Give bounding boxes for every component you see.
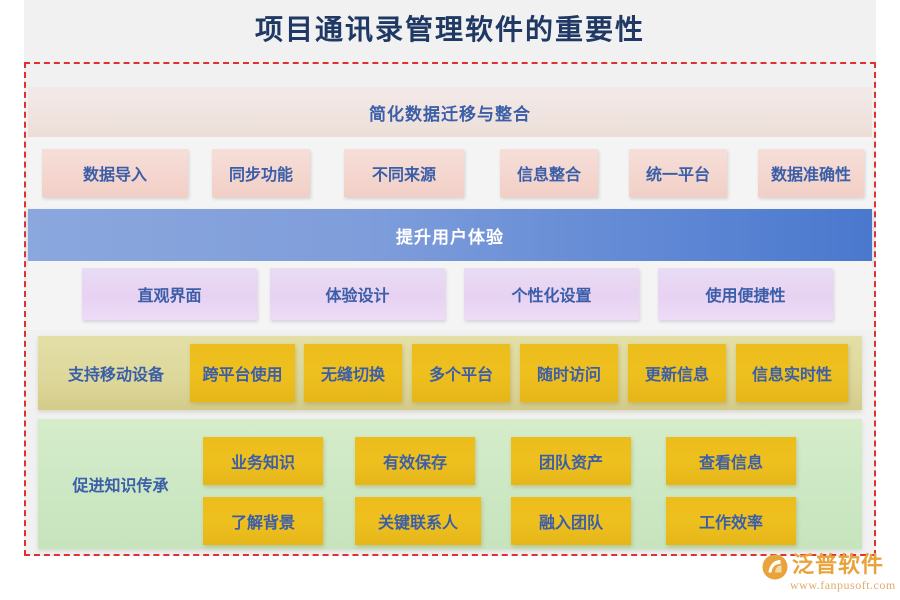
item-label: 体验设计 <box>325 288 390 305</box>
item-label: 信息实时性 <box>751 367 832 384</box>
item-box[interactable]: 信息实时性 <box>736 344 848 402</box>
item-box[interactable]: 个性化设置 <box>464 268 639 320</box>
item-label: 同步功能 <box>228 167 293 184</box>
item-box[interactable]: 更新信息 <box>628 344 726 402</box>
item-box[interactable]: 有效保存 <box>355 437 475 485</box>
item-label: 多个平台 <box>428 367 493 384</box>
item-label: 关键联系人 <box>377 515 458 532</box>
brand-logo: 泛普软件 www.fanpusoft.com <box>762 552 896 596</box>
item-box[interactable]: 业务知识 <box>203 437 323 485</box>
item-box[interactable]: 不同来源 <box>344 149 464 197</box>
item-label: 数据准确性 <box>770 167 851 184</box>
fanpu-logo-icon <box>762 554 788 580</box>
section-knowledge-transfer: 促进知识传承 业务知识 有效保存 团队资产 查看信息 了解背景 <box>38 419 862 549</box>
section-header-label: 支持移动设备 <box>67 367 164 384</box>
item-box[interactable]: 多个平台 <box>412 344 510 402</box>
item-label: 工作效率 <box>698 515 763 532</box>
page-title: 项目通讯录管理软件的重要性 <box>254 15 645 46</box>
item-label: 有效保存 <box>382 455 447 472</box>
logo-name: 泛普软件 <box>792 552 885 577</box>
item-label: 更新信息 <box>644 367 709 384</box>
item-label: 统一平台 <box>645 167 710 184</box>
item-label: 不同来源 <box>371 167 436 184</box>
item-label: 直观界面 <box>137 288 202 305</box>
title-bar: 项目通讯录管理软件的重要性 <box>24 0 876 62</box>
item-box[interactable]: 关键联系人 <box>355 497 481 545</box>
item-box[interactable]: 体验设计 <box>270 268 445 320</box>
item-box[interactable]: 数据准确性 <box>758 149 864 197</box>
item-label: 团队资产 <box>538 455 603 472</box>
section-items-user-experience: 直观界面 体验设计 个性化设置 使用便捷性 <box>28 261 872 330</box>
item-box[interactable]: 跨平台使用 <box>190 344 295 402</box>
item-box[interactable]: 数据导入 <box>42 149 188 197</box>
item-label: 个性化设置 <box>511 288 592 305</box>
item-box[interactable]: 融入团队 <box>511 497 631 545</box>
item-label: 使用便捷性 <box>705 288 786 305</box>
item-label: 数据导入 <box>82 167 147 184</box>
section-items-data-migration: 数据导入 同步功能 不同来源 信息整合 统一平台 数据准确性 <box>28 137 872 209</box>
section-header-label: 简化数据迁移与整合 <box>369 104 531 124</box>
item-box[interactable]: 使用便捷性 <box>658 268 833 320</box>
section-header-label: 提升用户体验 <box>396 227 504 247</box>
section-header-data-migration: 简化数据迁移与整合 <box>28 87 872 137</box>
item-label: 查看信息 <box>698 455 763 472</box>
item-label: 无缝切换 <box>320 367 385 384</box>
item-box[interactable]: 了解背景 <box>203 497 323 545</box>
item-label: 随时访问 <box>536 367 601 384</box>
item-box[interactable]: 直观界面 <box>82 268 257 320</box>
item-box[interactable]: 查看信息 <box>666 437 796 485</box>
logo-url: www.fanpusoft.com <box>790 578 896 592</box>
section-header-label: 促进知识传承 <box>72 478 169 495</box>
item-box[interactable]: 无缝切换 <box>304 344 402 402</box>
item-box[interactable]: 随时访问 <box>520 344 618 402</box>
item-box[interactable]: 工作效率 <box>666 497 796 545</box>
item-label: 业务知识 <box>230 455 295 472</box>
item-label: 信息整合 <box>516 167 581 184</box>
item-box[interactable]: 信息整合 <box>500 149 598 197</box>
item-box[interactable]: 团队资产 <box>511 437 631 485</box>
diagram-inner: 简化数据迁移与整合 数据导入 同步功能 不同来源 信息整合 统一平台 <box>26 64 874 554</box>
diagram-frame: 简化数据迁移与整合 数据导入 同步功能 不同来源 信息整合 统一平台 <box>24 62 876 556</box>
section-mobile-support: 支持移动设备 跨平台使用 无缝切换 多个平台 随时访问 更新信息 信息实时性 <box>38 336 862 410</box>
item-label: 了解背景 <box>230 515 295 532</box>
section-header-user-experience: 提升用户体验 <box>28 209 872 261</box>
item-label: 跨平台使用 <box>202 367 283 384</box>
item-box[interactable]: 统一平台 <box>629 149 727 197</box>
item-box[interactable]: 同步功能 <box>212 149 310 197</box>
item-label: 融入团队 <box>538 515 603 532</box>
